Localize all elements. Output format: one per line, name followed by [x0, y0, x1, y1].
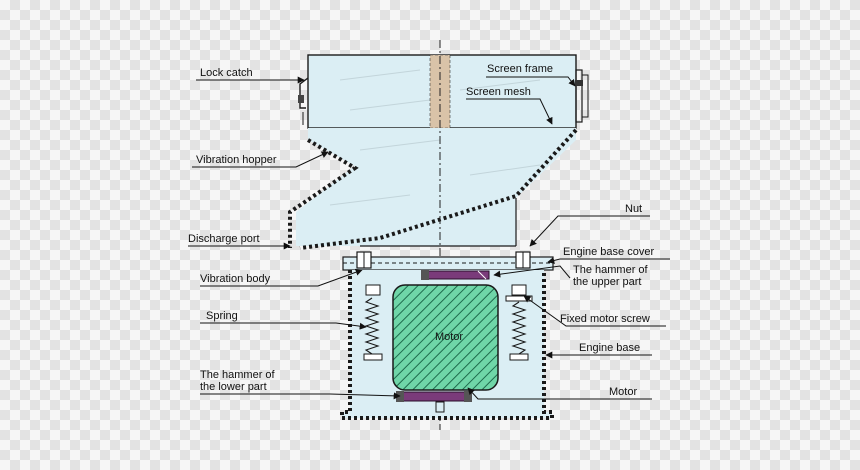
label-hammer-lower-2: the lower part: [200, 381, 267, 393]
label-discharge-port: Discharge port: [188, 233, 260, 245]
label-vibration-hopper: Vibration hopper: [196, 154, 277, 166]
engine-base-cover: [342, 251, 554, 271]
label-hammer-lower-1: The hammer of: [200, 369, 276, 381]
motor-center-label: Motor: [435, 331, 463, 343]
upper-hammer: [421, 270, 490, 280]
label-hammer-upper-1: The hammer of: [573, 264, 649, 276]
label-vibration-body: Vibration body: [200, 273, 271, 285]
spring-right: [505, 284, 533, 361]
label-lock-catch: Lock catch: [200, 67, 253, 79]
label-fixed-motor-screw: Fixed motor screw: [560, 313, 650, 325]
label-screen-frame: Screen frame: [487, 63, 553, 75]
label-motor: Motor: [609, 386, 637, 398]
label-engine-base: Engine base: [579, 342, 640, 354]
labels: Lock catch Screen frame Screen mesh Vibr…: [188, 63, 654, 398]
label-spring: Spring: [206, 310, 238, 322]
motor-block: Motor: [392, 284, 499, 391]
label-nut: Nut: [625, 203, 642, 215]
leader-lines: [188, 76, 670, 400]
label-hammer-upper-2: the upper part: [573, 276, 642, 288]
vibration-hopper: [288, 69, 578, 250]
label-engine-base-cover: Engine base cover: [563, 246, 654, 258]
label-screen-mesh: Screen mesh: [466, 86, 531, 98]
